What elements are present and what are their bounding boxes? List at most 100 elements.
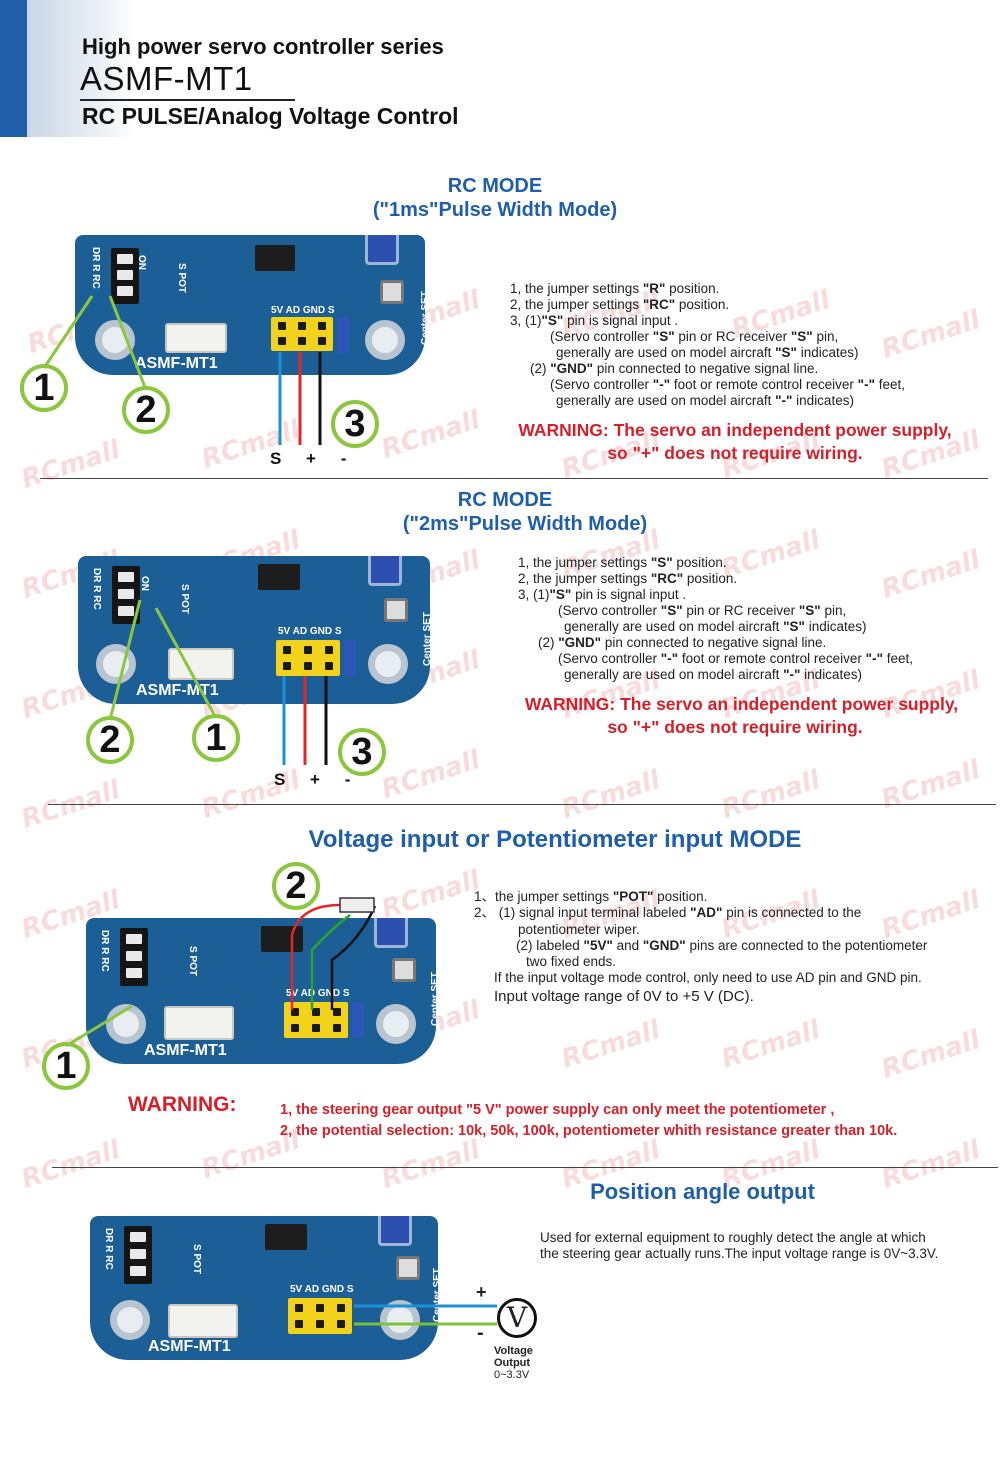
step-text: 2, the jumper settings xyxy=(510,297,643,312)
step-text: generally are used on model aircraft xyxy=(564,667,784,682)
step-keyword: "S" xyxy=(790,329,813,344)
dip-switch xyxy=(111,248,139,304)
center-set-button xyxy=(396,1256,420,1280)
voltmeter-icon: V xyxy=(497,1298,537,1338)
board-label: ASMF-MT1 xyxy=(136,682,219,699)
step-keyword: "AD" xyxy=(690,905,723,921)
center-set-button xyxy=(392,958,416,982)
step-keyword: "-" xyxy=(652,377,671,392)
step-line: 2, the jumper settings "RC" position. xyxy=(518,571,913,587)
step-text: pin, xyxy=(820,603,847,618)
section4-text-line: the steering gear actually runs.The inpu… xyxy=(540,1246,939,1261)
model-title: ASMF-MT1 xyxy=(80,60,253,97)
step-line: 3, (1)"S" pin is signal input . xyxy=(510,313,905,329)
step-text: feet, xyxy=(882,651,913,666)
mount-hole xyxy=(380,1300,420,1340)
meter-label: Voltage xyxy=(494,1345,533,1357)
step-text: 1, the jumper settings xyxy=(518,555,651,570)
step-line: (Servo controller "S" pin or RC receiver… xyxy=(510,329,905,345)
step-keyword: "5V" xyxy=(583,937,613,953)
pin-header xyxy=(284,1002,348,1038)
step-text: generally are used on model aircraft xyxy=(556,393,776,408)
center-set-label: Center SET xyxy=(432,1268,438,1322)
dip-labels: DR R RC xyxy=(91,568,102,610)
section2-title: RC MODE xyxy=(457,489,553,511)
warning-item: 2, the potential selection: 10k, 50k, 10… xyxy=(280,1123,898,1139)
dip-labels: DR R RC xyxy=(103,1228,114,1270)
section2-steps: 1, the jumper settings "S" position.2, t… xyxy=(518,555,913,683)
step-keyword: "S" xyxy=(798,603,821,618)
rcmall-watermark: RCmall xyxy=(377,865,484,925)
rcmall-watermark: RCmall xyxy=(717,765,824,825)
section1-warning-line1: WARNING: The servo an independent power … xyxy=(518,420,952,440)
step-text: (2) xyxy=(530,361,551,376)
board-image-3: DR R RC S POT ASMF-MT1 5V AD GND S Cente… xyxy=(86,918,436,1064)
step-text: (2) xyxy=(538,635,559,650)
center-set-label: Center SET xyxy=(422,612,430,666)
step-text: If the input voltage mode control, only … xyxy=(494,970,922,986)
potentiometer xyxy=(365,235,399,265)
servo-connector xyxy=(168,648,234,680)
step-line: (Servo controller "-" foot or remote con… xyxy=(510,377,905,393)
step-keyword: "S" xyxy=(775,345,797,360)
output-plus-label: + xyxy=(476,1282,487,1302)
rcmall-watermark: RCmall xyxy=(557,765,664,825)
rcmall-watermark: RCmall xyxy=(17,435,124,495)
step-text: pin is signal input . xyxy=(563,313,679,328)
dip-on-label: ON xyxy=(139,576,150,591)
step-line: 1, the jumper settings "R" position. xyxy=(510,281,905,297)
step-text: 1, the jumper settings xyxy=(510,281,643,296)
section-divider xyxy=(40,478,988,479)
pin-labels: 5V AD GND S xyxy=(278,626,342,637)
step-text: 3, (1) xyxy=(510,313,542,328)
step-line: Input voltage range of 0V to +5 V (DC). xyxy=(474,987,927,1005)
section2-subtitle: ("2ms"Pulse Width Mode) xyxy=(402,513,648,535)
dip-labels: DR R RC xyxy=(90,247,101,289)
dip-switch xyxy=(112,566,140,624)
step-keyword: "S" xyxy=(549,587,572,602)
section2-warning-line2: so "+" does not require wiring. xyxy=(607,717,863,737)
section4-title: Position angle output xyxy=(590,1179,815,1204)
step-text: 3, (1) xyxy=(518,587,550,602)
meter-label: 0~3.3V xyxy=(494,1369,530,1381)
step-line: generally are used on model aircraft "S"… xyxy=(510,345,905,361)
step-text: pin connected to negative signal line. xyxy=(593,361,819,376)
servo-connector xyxy=(165,323,227,353)
rcmall-watermark: RCmall xyxy=(877,1135,984,1195)
rcmall-watermark: RCmall xyxy=(717,1015,824,1075)
step-line: two fixed ends. xyxy=(474,954,927,970)
s-pot-label: S POT xyxy=(187,946,198,977)
step-keyword: "-" xyxy=(660,651,679,666)
mount-hole xyxy=(110,1300,150,1340)
step-text: and xyxy=(612,937,643,953)
mount-hole xyxy=(365,320,405,360)
step-keyword: "S" xyxy=(660,603,683,618)
step-text: Input voltage range of 0V to +5 V (DC). xyxy=(494,987,754,1005)
step-text: foot or remote control receiver xyxy=(670,377,858,392)
board-image-1: DR R RC ON S POT ASMF-MT1 5V AD GND S Ce… xyxy=(75,235,425,375)
section1-steps: 1, the jumper settings "R" position.2, t… xyxy=(510,281,905,409)
header-rule xyxy=(80,99,295,101)
section2-warning-line1: WARNING: The servo an independent power … xyxy=(524,694,959,714)
step-keyword: "-" xyxy=(865,651,883,666)
center-set-button xyxy=(384,598,408,622)
wire-marks: S + - xyxy=(270,449,357,468)
step-keyword: "S" xyxy=(652,329,675,344)
chip xyxy=(255,245,295,271)
step-text: pin, xyxy=(812,329,839,344)
step-badge: 2 xyxy=(86,716,134,764)
mount-hole xyxy=(95,320,135,360)
output-minus-label: - xyxy=(477,1322,484,1344)
step-text: indicates) xyxy=(796,345,859,360)
step-line: 1, the jumper settings "S" position. xyxy=(518,555,913,571)
section3-title: Voltage input or Potentiometer input MOD… xyxy=(308,826,802,853)
step-keyword: "GND" xyxy=(642,937,686,953)
section-divider xyxy=(48,804,996,805)
pin-labels: 5V AD GND S xyxy=(271,305,335,316)
mount-hole xyxy=(96,644,136,684)
mount-hole xyxy=(106,1004,146,1044)
step-text: position. xyxy=(665,281,720,296)
step-badge: 1 xyxy=(20,364,68,412)
dip-on-label: ON xyxy=(136,255,147,270)
step-keyword: "R" xyxy=(642,281,666,296)
